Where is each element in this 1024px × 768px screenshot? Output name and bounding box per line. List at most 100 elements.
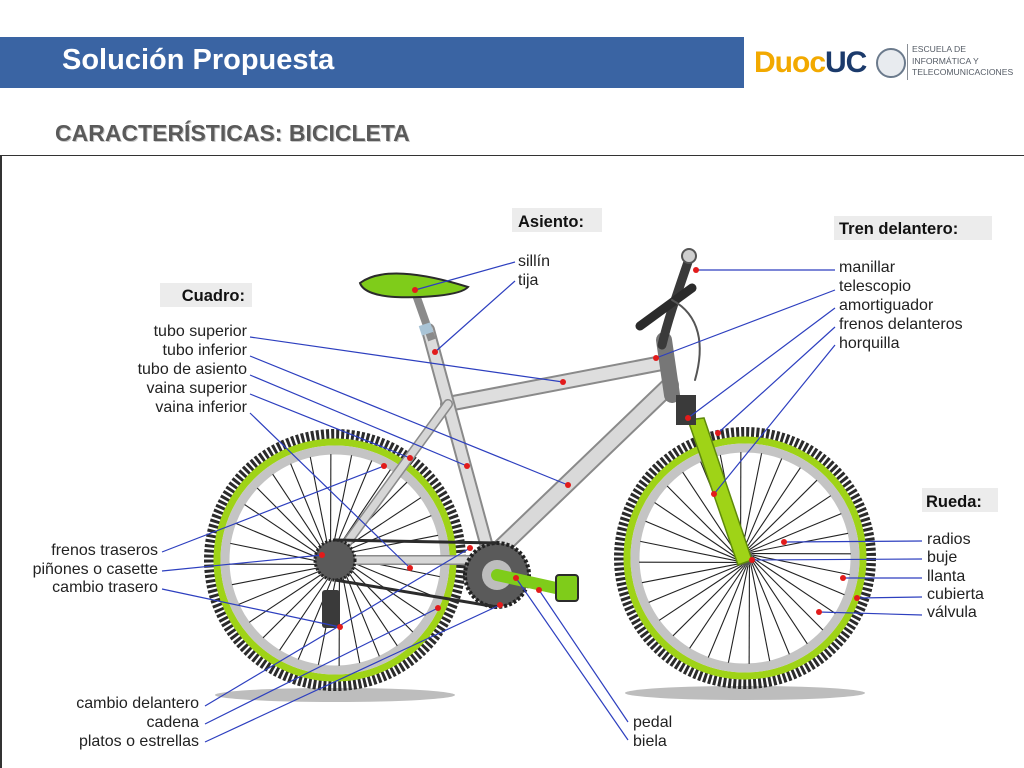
spoke: [238, 566, 331, 605]
label-vaina-superior: vaina superior: [147, 380, 248, 397]
spoke: [340, 534, 439, 555]
spoke: [235, 522, 328, 563]
marker-dot: [319, 552, 325, 558]
marker-dot: [467, 545, 473, 551]
marker-dot: [407, 565, 413, 571]
rueda-heading: Rueda:: [926, 493, 982, 511]
label-biela: biela: [633, 733, 667, 750]
label-tubo-inferior: tubo inferior: [163, 342, 248, 359]
leader-lines: [161, 261, 923, 743]
leader-line: [249, 336, 564, 383]
marker-dot: [412, 287, 418, 293]
front-wheel: [614, 427, 876, 689]
spoke: [279, 567, 336, 651]
label-cubierta: cubierta: [927, 586, 984, 603]
spoke: [727, 565, 749, 663]
spoke: [750, 563, 771, 662]
marker-dot: [536, 587, 542, 593]
spoke: [752, 554, 850, 576]
label-horquilla: horquilla: [839, 335, 900, 352]
label-telescopio: telescopio: [839, 278, 911, 295]
label-platos-o-estrellas: platos o estrellas: [79, 733, 199, 750]
spoke: [751, 560, 808, 645]
leader-line: [818, 611, 923, 616]
spoke: [744, 467, 801, 551]
spoke: [742, 458, 783, 551]
leader-line: [655, 289, 836, 359]
spoke: [654, 502, 738, 559]
spoke: [290, 463, 329, 556]
seat-assembly: [358, 272, 470, 342]
spoke: [672, 565, 744, 637]
label-radios: radios: [927, 531, 971, 548]
spoke: [750, 532, 849, 553]
diagram-panel: [0, 155, 1024, 768]
label-valvula: válvula: [927, 604, 977, 621]
spoke: [658, 564, 743, 621]
marker-dot: [464, 463, 470, 469]
spoke: [747, 495, 832, 552]
marker-dot: [497, 602, 503, 608]
spoke: [297, 567, 338, 660]
spoke: [341, 562, 398, 647]
front-wheel-shadow: [625, 686, 865, 700]
marker-dot: [565, 482, 571, 488]
logo-school-line: ESCUELA DE: [912, 44, 966, 54]
marker-dots: [319, 267, 860, 630]
marker-dot: [381, 463, 387, 469]
spoke: [689, 565, 746, 649]
leader-line: [538, 589, 629, 723]
leader-line: [249, 412, 411, 569]
label-pinones-o-casette: piñones o casette: [33, 561, 159, 578]
spoke: [707, 565, 748, 658]
spoke: [682, 471, 739, 556]
spoke: [244, 504, 328, 561]
spoke: [331, 455, 353, 553]
spoke: [309, 456, 330, 555]
logo-school-line: TELECOMUNICACIONES: [912, 67, 1014, 77]
spoke: [749, 513, 842, 552]
spoke: [741, 453, 763, 551]
spoke: [640, 540, 738, 562]
leader-line: [204, 607, 439, 725]
marker-dot: [854, 595, 860, 601]
label-llanta: llanta: [927, 568, 965, 585]
spoke: [641, 563, 740, 584]
tren-heading: Tren delantero:: [839, 220, 958, 238]
spoke: [752, 555, 845, 596]
cuadro-heading: Cuadro:: [182, 287, 245, 305]
logo-seal-icon: [876, 48, 906, 78]
label-tubo-de-asiento: tubo de asiento: [138, 361, 248, 378]
label-amortiguador: amortiguador: [839, 297, 934, 314]
leader-line: [717, 326, 836, 434]
rueda-heading-bg: [922, 488, 998, 512]
cuadro-heading-bg: [160, 283, 252, 307]
leader-line: [414, 261, 516, 291]
slide-title: Solución Propuesta: [62, 44, 335, 76]
leader-line: [204, 604, 501, 743]
logo-school-line: INFORMÁTICA Y: [912, 55, 979, 66]
marker-dot: [435, 605, 441, 611]
marker-dot: [337, 624, 343, 630]
label-sillin: sillín: [518, 253, 550, 270]
spoke: [666, 485, 738, 557]
spoke: [248, 566, 333, 623]
marker-dot: [840, 575, 846, 581]
leader-line: [687, 307, 836, 419]
marker-dot: [711, 491, 717, 497]
slide-subtitle: CARACTERÍSTICAS: BICICLETA: [55, 120, 410, 146]
label-buje: buje: [927, 549, 957, 566]
marker-dot: [407, 455, 413, 461]
spoke: [752, 559, 824, 631]
marker-dot: [693, 267, 699, 273]
spoke: [230, 542, 328, 564]
label-cambio-trasero: cambio trasero: [52, 579, 158, 596]
logo-brand-a: Duoc: [754, 46, 826, 79]
spoke: [256, 487, 328, 559]
asiento-heading: Asiento:: [518, 213, 584, 231]
label-frenos-traseros: frenos traseros: [51, 542, 158, 559]
spoke: [751, 562, 790, 655]
leader-line: [783, 540, 923, 543]
leader-line: [161, 588, 341, 628]
label-tija: tija: [518, 272, 539, 289]
